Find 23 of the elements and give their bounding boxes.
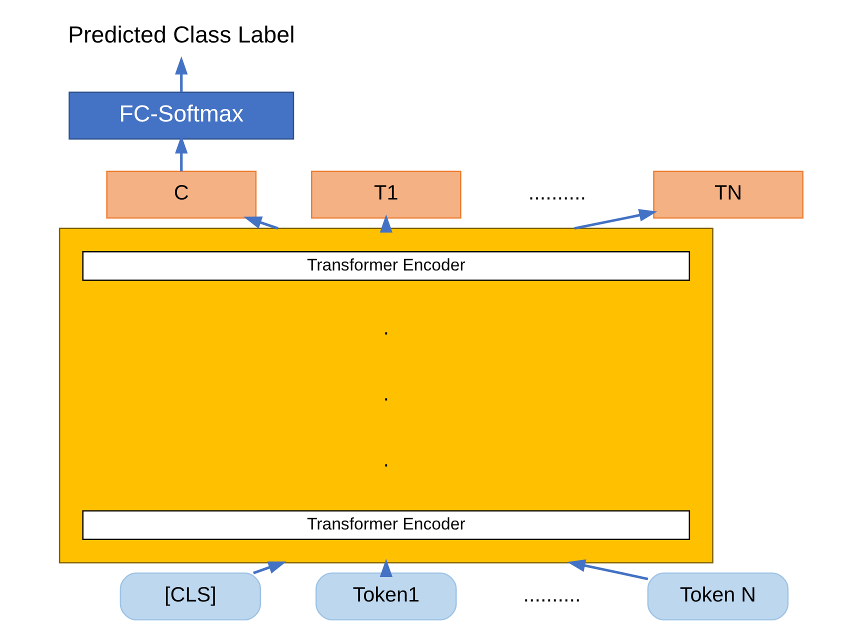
arrow xyxy=(380,558,393,577)
arrow xyxy=(253,561,286,574)
label: . xyxy=(383,382,390,406)
label: .......... xyxy=(528,182,586,205)
node-box: Token N xyxy=(647,572,789,620)
node-box: C xyxy=(106,170,257,219)
arrow xyxy=(567,559,648,580)
arrow xyxy=(244,216,278,230)
node-box: FC-Softmax xyxy=(68,92,294,140)
node-box: TN xyxy=(653,170,804,219)
arrow xyxy=(574,208,658,230)
label: . xyxy=(383,316,390,340)
node-box: Transformer Encoder xyxy=(82,251,690,281)
node-text: Predicted Class Label xyxy=(68,21,295,48)
node-box: T1 xyxy=(310,170,462,219)
arrow xyxy=(380,214,393,233)
node-box: [CLS] xyxy=(120,572,262,620)
node-box: Transformer Encoder xyxy=(82,510,690,540)
arrow xyxy=(175,56,188,92)
cluster xyxy=(58,228,714,564)
label: .......... xyxy=(523,583,581,606)
arrow xyxy=(175,135,188,172)
label: . xyxy=(383,448,390,472)
